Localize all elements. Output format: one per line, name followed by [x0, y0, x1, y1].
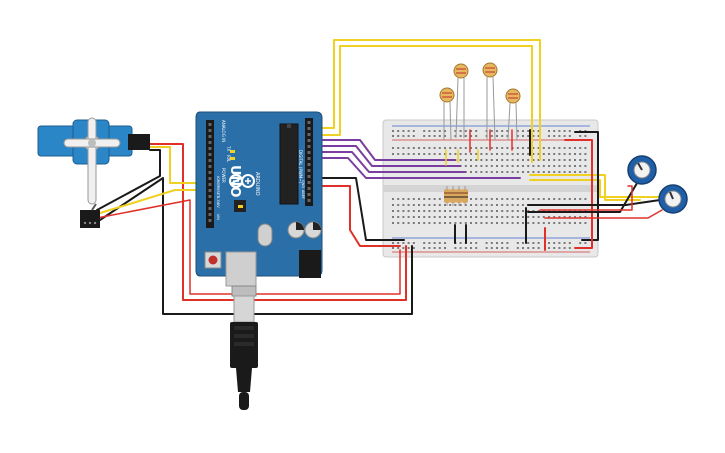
wire-purple-2: [317, 145, 461, 167]
v5-label: 5V: [216, 203, 220, 208]
wire-purple-1: [317, 139, 456, 161]
arduino-logo: [229, 174, 255, 188]
potentiometer-2[interactable]: [658, 184, 688, 214]
potentiometer-1[interactable]: [627, 155, 657, 185]
wire-yellow-2: [317, 45, 533, 163]
rx-label: RX: [226, 155, 231, 161]
photoresistors[interactable]: [439, 62, 521, 141]
arduino-uno[interactable]: UNO ARDUINO DIGITAL (PWM~) ANALOG IN POW…: [195, 111, 323, 287]
tx-label: TX: [226, 145, 231, 151]
resistor-4: [462, 186, 468, 206]
wire-purple-3: [317, 151, 466, 173]
reset-label: RESET: [216, 186, 220, 198]
gnd-label: GND: [301, 180, 305, 188]
arduino-maker-label: ARDUINO: [254, 172, 260, 196]
usb-cable: [230, 285, 258, 410]
wires: [96, 39, 669, 315]
vin-label: VIN: [216, 214, 220, 220]
wire-red-right-1: [564, 139, 593, 249]
photoresistor-1[interactable]: [453, 63, 469, 139]
analog-label: ANALOG IN: [221, 120, 226, 142]
power-label: POWER: [221, 168, 226, 183]
wire-black-right-3: [527, 177, 641, 213]
aref-label: AREF: [301, 190, 305, 199]
wire-black-a: [317, 177, 405, 241]
photoresistor-3[interactable]: [439, 87, 455, 141]
wire-red-loop-2: [96, 199, 401, 295]
wire-servo-yellow: [149, 146, 215, 184]
wire-purple-4: [317, 157, 471, 179]
ioref-label: IOREF: [216, 176, 220, 186]
wire-black-right-2: [527, 199, 661, 206]
resistor-1: [444, 186, 450, 206]
l-label: L: [226, 160, 231, 163]
resistor-2: [450, 186, 456, 206]
wire-red-right-3: [544, 209, 663, 219]
v33-label: 3.3V: [216, 196, 220, 205]
wire-black-right-1: [574, 131, 599, 241]
resistors[interactable]: [444, 186, 468, 206]
wire-servo-black: [96, 149, 161, 211]
wire-red-right-2: [539, 185, 633, 211]
wire-red-loop: [149, 143, 407, 301]
photoresistor-2[interactable]: [482, 62, 498, 141]
wire-black-loop: [96, 177, 413, 315]
wire-yellow-3: [529, 174, 641, 201]
wire-yellow-4: [529, 179, 669, 198]
servo-motor[interactable]: [37, 117, 150, 228]
arduino-uno-label: UNO: [227, 165, 242, 198]
resistor-3: [456, 186, 462, 206]
wire-red-a: [317, 185, 401, 247]
digital-label: DIGITAL (PWM~): [298, 150, 303, 184]
photoresistor-4[interactable]: [505, 88, 521, 141]
wire-yellow-1: [317, 39, 541, 161]
